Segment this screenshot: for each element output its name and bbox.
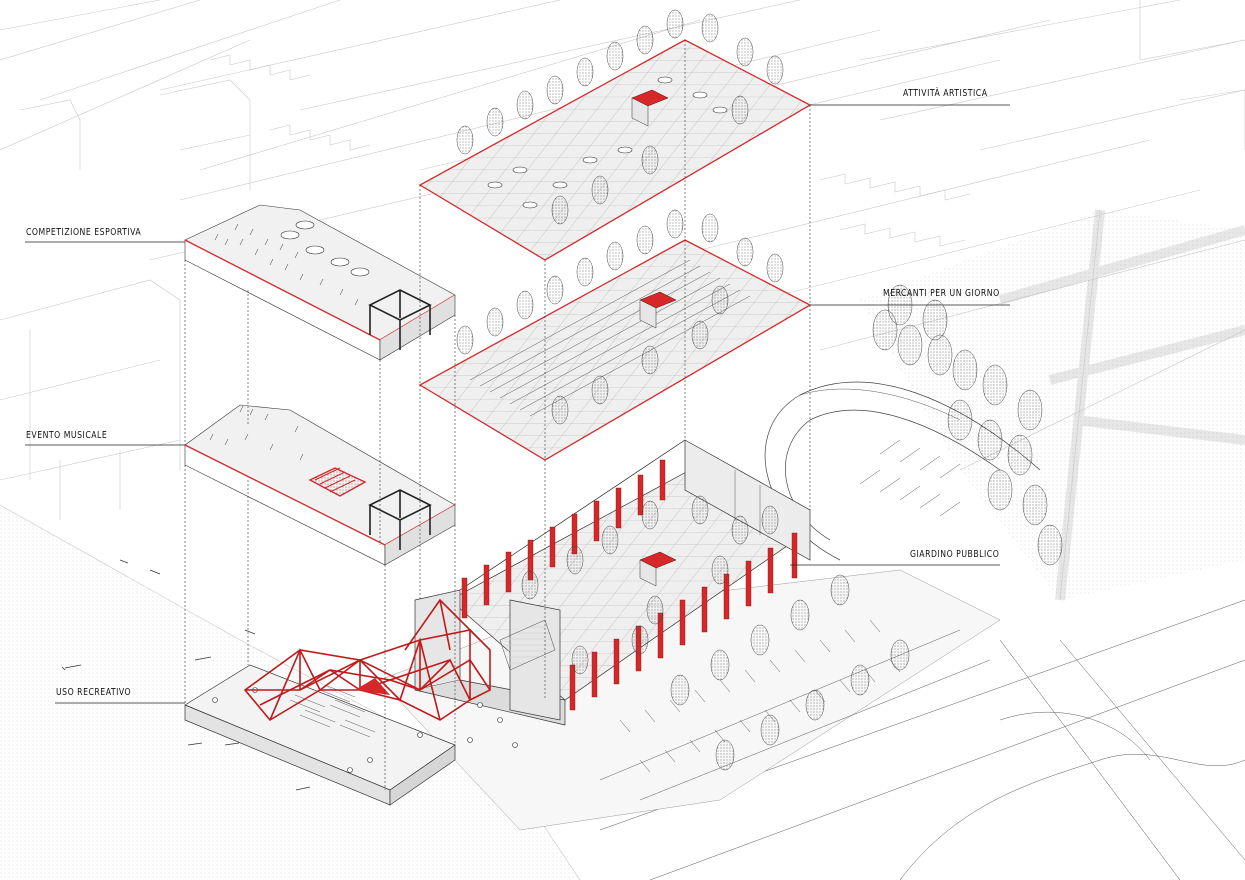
projection-lines — [184, 40, 811, 790]
leader-lines — [25, 104, 1010, 704]
layer-mercanti-per-un-giorno — [418, 239, 812, 461]
red-space-frame-canopy — [243, 598, 491, 722]
canopy-red-panel — [355, 678, 390, 695]
label-evento-musicale: EVENTO MUSICALE — [26, 430, 108, 441]
artistica-trees — [456, 9, 784, 225]
label-giardino-pubblico: GIARDINO PUBBLICO — [910, 549, 1000, 560]
label-uso-recreativo: USO RECREATIVO — [56, 687, 132, 698]
label-mercanti-per-un-giorno: MERCANTI PER UN GIORNO — [883, 288, 1000, 299]
label-competizione-esportiva: COMPETIZIONE ESPORTIVA — [26, 227, 142, 238]
kayaks — [61, 559, 311, 791]
layer-evento-musicale — [184, 404, 456, 566]
label-attivita-artistica: ATTIVITÀ ARTISTICA — [903, 88, 988, 99]
recreational-deck — [184, 664, 518, 806]
parking-trees — [670, 574, 910, 771]
building-trees — [521, 495, 779, 675]
mercanti-trees — [456, 209, 784, 425]
layer-attivita-artistica — [418, 39, 812, 261]
layer-competizione-esportiva — [184, 204, 456, 361]
central-red-module — [639, 551, 677, 587]
red-columns — [461, 459, 798, 711]
park-trees — [859, 284, 1063, 677]
